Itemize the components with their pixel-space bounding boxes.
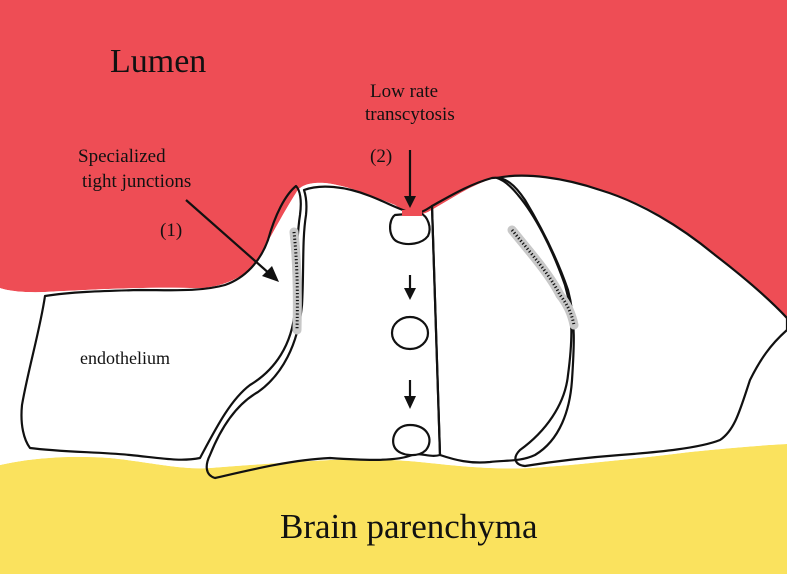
transcytosis-label-line1: Low rate bbox=[370, 81, 438, 102]
endothelium-label: endothelium bbox=[80, 348, 170, 368]
vesicle-top-fusion-mark bbox=[402, 210, 422, 216]
tight-junction-left-shade bbox=[294, 232, 297, 330]
vesicle-middle bbox=[392, 317, 428, 349]
tight-junctions-label-line1: Specialized bbox=[78, 146, 166, 167]
brain-parenchyma-label: Brain parenchyma bbox=[280, 507, 538, 546]
transcytosis-number: (2) bbox=[370, 146, 392, 167]
vesicle-bottom bbox=[393, 425, 429, 455]
transcytosis-label-line2: transcytosis bbox=[365, 104, 455, 125]
lumen-label: Lumen bbox=[110, 43, 206, 80]
tight-junctions-number: (1) bbox=[160, 220, 182, 241]
vesicle-top bbox=[390, 213, 429, 244]
tight-junctions-label-line2: tight junctions bbox=[82, 171, 191, 192]
